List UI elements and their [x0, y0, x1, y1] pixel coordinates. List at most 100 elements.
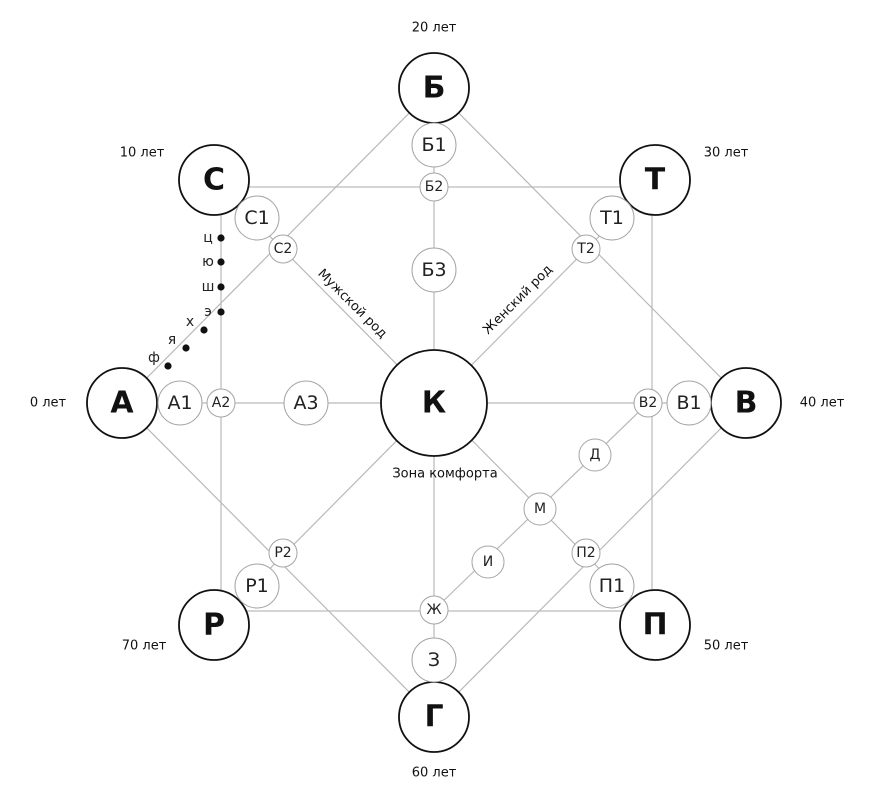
major-node-r-circle — [178, 589, 250, 661]
major-node-p_right-circle — [619, 589, 691, 661]
age-label-t: 30 лет — [704, 146, 749, 161]
major-node-r: Р — [178, 589, 250, 661]
minor-node-p2_right-label: П2 — [576, 545, 595, 561]
minor-node-p2_right: П2 — [571, 538, 601, 568]
year-dot-label: ю — [202, 254, 214, 270]
major-node-a: А — [86, 367, 158, 439]
age-label-c: 10 лет — [120, 146, 165, 161]
major-node-c-circle — [178, 144, 250, 216]
major-node-v: В — [710, 367, 782, 439]
year-dot — [217, 308, 225, 316]
year-dot-label: ф — [148, 350, 160, 366]
female-line-label: Женский род — [480, 262, 555, 337]
minor-node-t1-circle — [589, 195, 635, 241]
minor-node-d-circle — [578, 438, 612, 472]
major-node-p_right-label: П — [642, 608, 667, 643]
minor-node-a2-circle — [206, 388, 236, 418]
year-dot-label: х — [186, 314, 194, 330]
minor-node-z-label: З — [428, 649, 440, 671]
major-node-c-label: С — [203, 163, 225, 198]
minor-node-z: З — [411, 637, 457, 683]
major-node-g-label: Г — [424, 700, 443, 735]
major-node-t-label: Т — [645, 163, 666, 198]
age-label-p_right: 50 лет — [704, 639, 749, 654]
comfort-zone-label: Зона комфорта — [392, 467, 497, 482]
minor-node-zh-circle — [419, 595, 449, 625]
minor-node-t1: Т1 — [589, 195, 635, 241]
major-node-t-circle — [619, 144, 691, 216]
minor-node-a3-circle — [283, 380, 329, 426]
minor-node-a3-label: А3 — [293, 392, 318, 414]
minor-node-b3_top-label: Б3 — [421, 259, 446, 281]
major-node-v-label: В — [735, 386, 758, 421]
minor-node-p1_right-label: П1 — [599, 575, 625, 597]
minor-node-c1-label: С1 — [244, 207, 269, 229]
minor-node-p1_right-circle — [589, 563, 635, 609]
age-label-b_top: 20 лет — [412, 21, 457, 36]
minor-node-c1-circle — [234, 195, 280, 241]
age-label-g: 60 лет — [412, 766, 457, 781]
minor-node-r1-circle — [234, 563, 280, 609]
minor-node-c1: С1 — [234, 195, 280, 241]
minor-node-v1: В1 — [666, 380, 712, 426]
minor-node-c2-circle — [268, 234, 298, 264]
center-node-k: К — [380, 349, 488, 457]
minor-node-d-label: Д — [590, 447, 601, 463]
minor-node-r2-label: Р2 — [274, 545, 291, 561]
minor-node-r2-circle — [268, 538, 298, 568]
year-dot — [200, 326, 208, 334]
major-node-a-circle — [86, 367, 158, 439]
year-dot — [164, 362, 172, 370]
minor-node-m-label: М — [534, 501, 546, 517]
center-node-k-label: К — [422, 386, 447, 421]
minor-node-a1: А1 — [157, 380, 203, 426]
minor-node-i-label: И — [483, 554, 493, 570]
minor-node-zh-label: Ж — [426, 602, 441, 618]
minor-node-r2: Р2 — [268, 538, 298, 568]
year-dot — [217, 258, 225, 266]
minor-node-d: Д — [578, 438, 612, 472]
minor-node-p2_right-circle — [571, 538, 601, 568]
minor-node-b1_top-label: Б1 — [421, 134, 446, 156]
minor-node-v2-circle — [633, 388, 663, 418]
minor-node-p1_right: П1 — [589, 563, 635, 609]
year-dot-label: ш — [202, 279, 215, 295]
major-node-c: С — [178, 144, 250, 216]
major-node-a-label: А — [110, 386, 134, 421]
minor-node-b2_top: Б2 — [419, 172, 449, 202]
minor-node-t1-label: Т1 — [599, 207, 624, 229]
minor-node-t2: Т2 — [571, 234, 601, 264]
minor-node-a1-label: А1 — [167, 392, 192, 414]
major-node-g: Г — [398, 681, 470, 753]
year-dot-label: я — [168, 332, 176, 348]
minor-node-v1-circle — [666, 380, 712, 426]
age-label-v: 40 лет — [800, 396, 845, 411]
year-dot — [182, 344, 190, 352]
major-node-b_top: Б — [398, 52, 470, 124]
minor-node-v2-label: В2 — [639, 395, 658, 411]
minor-node-r1-label: Р1 — [245, 575, 269, 597]
minor-node-t2-label: Т2 — [576, 241, 594, 257]
minor-node-b3_top-circle — [411, 247, 457, 293]
minor-node-i-circle — [471, 545, 505, 579]
year-dot-label: э — [204, 304, 212, 320]
minor-node-b2_top-circle — [419, 172, 449, 202]
major-node-t: Т — [619, 144, 691, 216]
minor-node-b1_top-circle — [411, 122, 457, 168]
minor-node-c2-label: С2 — [274, 241, 293, 257]
minor-node-b3_top: Б3 — [411, 247, 457, 293]
minor-node-a1-circle — [157, 380, 203, 426]
minor-node-v1-label: В1 — [676, 392, 701, 414]
minor-node-a2: А2 — [206, 388, 236, 418]
major-node-r-label: Р — [203, 608, 225, 643]
minor-node-t2-circle — [571, 234, 601, 264]
minor-node-c2: С2 — [268, 234, 298, 264]
age-label-r: 70 лет — [122, 639, 167, 654]
minor-node-m-circle — [523, 492, 557, 526]
age-label-a: 0 лет — [30, 396, 67, 411]
minor-node-b2_top-label: Б2 — [425, 179, 444, 195]
year-dot — [217, 234, 225, 242]
minor-node-b1_top: Б1 — [411, 122, 457, 168]
center-node-k-circle — [380, 349, 488, 457]
